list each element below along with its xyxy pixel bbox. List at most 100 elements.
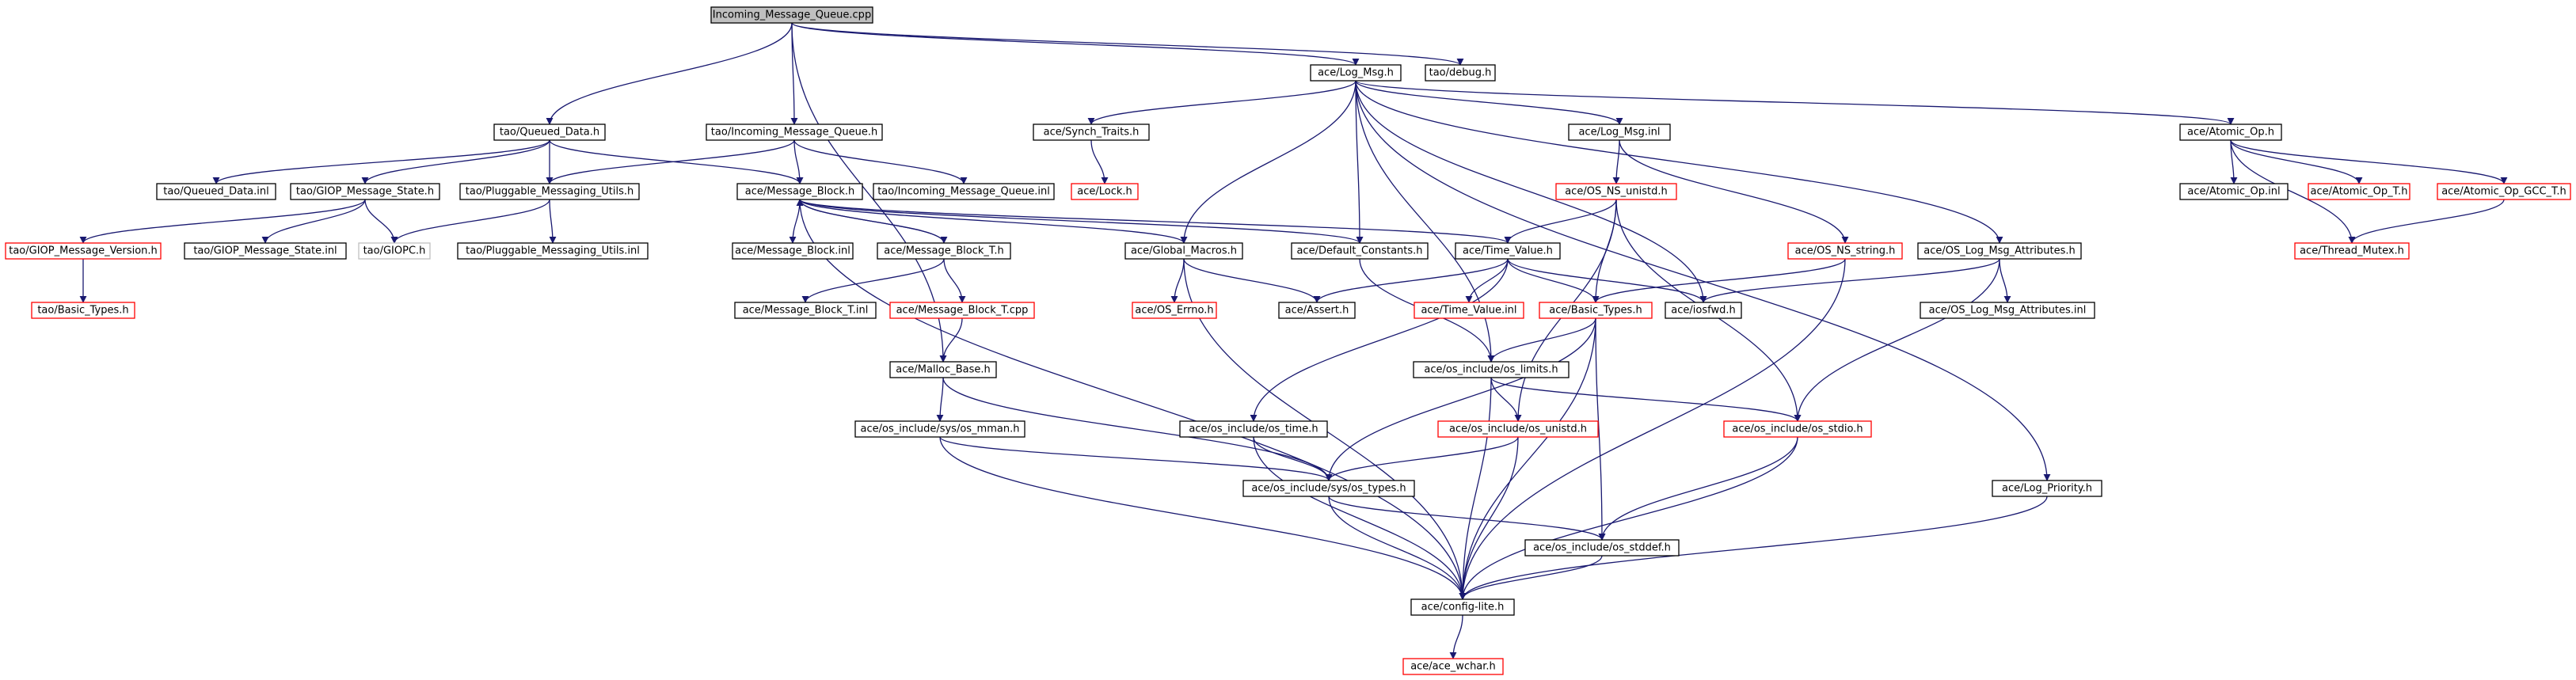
node-ace-os-stddef[interactable]: ace/os_include/os_stddef.h (1524, 539, 1680, 557)
node-ace-basic-types[interactable]: ace/Basic_Types.h (1539, 302, 1653, 319)
node-ace-message-block[interactable]: ace/Message_Block.h (736, 183, 863, 200)
edge-ace_log_msg-to-ace_default_constants (1355, 80, 1364, 244)
node-ace-os-mman[interactable]: ace/os_include/sys/os_mman.h (854, 420, 1025, 438)
node-box (706, 123, 883, 141)
node-ace-message-block-t[interactable]: ace/Message_Block_T.h (877, 242, 1011, 260)
node-label: ace/OS_NS_unistd.h (1565, 186, 1668, 198)
node-ace-atomic-op-inl[interactable]: ace/Atomic_Op.inl (2179, 183, 2289, 200)
node-ace-global-macros[interactable]: ace/Global_Macros.h (1124, 242, 1243, 260)
node-ace-time-value-inl[interactable]: ace/Time_Value.inl (1414, 302, 1524, 319)
node-label: ace/Lock.h (1077, 186, 1132, 198)
node-tao-giopc[interactable]: tao/GIOPC.h (358, 242, 431, 260)
node-tao-basic-types[interactable]: tao/Basic_Types.h (31, 302, 135, 319)
node-label: ace/Message_Block.inl (735, 245, 850, 257)
node-ace-message-block-t-inl[interactable]: ace/Message_Block_T.inl (734, 302, 877, 319)
node-ace-os-stdio[interactable]: ace/os_include/os_stdio.h (1723, 420, 1872, 438)
node-ace-log-msg[interactable]: ace/Log_Msg.h (1310, 64, 1402, 82)
edge-ace_global_macros-to-ace_os_errno (1170, 258, 1185, 303)
node-label: ace/Global_Macros.h (1131, 245, 1237, 257)
edge-ace_os_ns_string-to-ace_config_lite (1459, 258, 1846, 600)
edge-ace_atomic_op_gcc_t-to-ace_thread_mutex (2348, 199, 2505, 244)
node-box (877, 242, 1011, 260)
edge-root-to-ace_log_msg (791, 22, 1360, 66)
node-ace-os-log-msg-attributes-inl[interactable]: ace/OS_Log_Msg_Attributes.inl (1920, 302, 2095, 319)
edge-ace_atomic_op-to-ace_thread_mutex (2230, 139, 2356, 244)
node-tao-queued-data[interactable]: tao/Queued_Data.h (493, 123, 606, 141)
node-ace-thread-mutex[interactable]: ace/Thread_Mutex.h (2294, 242, 2410, 260)
node-box (873, 183, 1055, 200)
node-tao-incoming-mq-inl[interactable]: tao/Incoming_Message_Queue.inl (873, 183, 1055, 200)
node-label: tao/GIOP_Message_State.inl (193, 245, 337, 257)
node-box (1555, 183, 1677, 200)
edge-ace_log_msg-to-ace_log_priority (1355, 80, 2051, 481)
node-ace-os-log-msg-attributes[interactable]: ace/OS_Log_Msg_Attributes.h (1917, 242, 2082, 260)
file-nodes: Incoming_Message_Queue.cpp tao/debug.h ace… (5, 6, 2571, 675)
node-tao-pluggable-mu[interactable]: tao/Pluggable_Messaging_Utils.h (459, 183, 640, 200)
node-box (1539, 302, 1653, 319)
node-ace-atomic-op[interactable]: ace/Atomic_Op.h (2179, 123, 2282, 141)
node-ace-os-ns-unistd[interactable]: ace/OS_NS_unistd.h (1555, 183, 1677, 200)
node-ace-time-value[interactable]: ace/Time_Value.h (1455, 242, 1561, 260)
node-label: ace/Atomic_Op_T.h (2311, 186, 2408, 198)
edge-tao_queued_data-to-tao_queued_data_inl (212, 139, 550, 184)
node-ace-atomic-op-gcc-t[interactable]: ace/Atomic_Op_GCC_T.h (2437, 183, 2571, 200)
node-label: ace/OS_Errno.h (1135, 305, 1213, 317)
node-tao-giop-message-state-inl[interactable]: tao/GIOP_Message_State.inl (184, 242, 347, 260)
node-tao-queued-data-inl[interactable]: tao/Queued_Data.inl (156, 183, 276, 200)
node-ace-default-constants[interactable]: ace/Default_Constants.h (1291, 242, 1429, 260)
node-label: ace/Atomic_Op.h (2187, 127, 2274, 139)
node-tao-debug[interactable]: tao/debug.h (1425, 64, 1496, 82)
node-ace-os-ns-string[interactable]: ace/OS_NS_string.h (1787, 242, 1903, 260)
node-ace-assert[interactable]: ace/Assert.h (1278, 302, 1356, 319)
node-box (493, 123, 606, 141)
node-box (1071, 183, 1139, 200)
node-tao-incoming-mq-h[interactable]: tao/Incoming_Message_Queue.h (706, 123, 883, 141)
edge-ace_message_block-to-ace_default_constants (799, 199, 1364, 244)
node-ace-message-block-inl[interactable]: ace/Message_Block.inl (732, 242, 854, 260)
node-label: ace/Basic_Types.h (1549, 305, 1642, 317)
edge-ace_os_stddef-to-ace_config_lite (1459, 555, 1603, 600)
edge-ace_os_limits-to-ace_config_lite (1459, 377, 1492, 600)
node-box (710, 6, 873, 24)
node-tao-giop-message-state[interactable]: tao/GIOP_Message_State.h (290, 183, 440, 200)
node-ace-log-msg-inl[interactable]: ace/Log_Msg.inl (1568, 123, 1671, 141)
node-label: ace/os_include/os_time.h (1189, 424, 1318, 435)
node-label: tao/Queued_Data.inl (163, 186, 269, 198)
node-box (156, 183, 276, 200)
node-ace-atomic-op-t[interactable]: ace/Atomic_Op_T.h (2308, 183, 2410, 200)
edge-ace_log_msg-to-ace_os_limits (1355, 80, 1495, 363)
node-ace-os-errno[interactable]: ace/OS_Errno.h (1132, 302, 1217, 319)
node-tao-giop-message-version[interactable]: tao/GIOP_Message_Version.h (5, 242, 162, 260)
node-ace-malloc-base[interactable]: ace/Malloc_Base.h (889, 361, 997, 378)
node-ace-iosfwd[interactable]: ace/iosfwd.h (1665, 302, 1742, 319)
node-label: ace/Time_Value.inl (1421, 305, 1516, 317)
edge-ace_os_stdio-to-ace_os_stddef (1598, 436, 1798, 541)
node-box (1787, 242, 1903, 260)
node-label: ace/Assert.h (1285, 305, 1349, 317)
node-label: ace/os_include/sys/os_mman.h (861, 424, 1020, 435)
node-label: ace/os_include/os_limits.h (1424, 364, 1558, 376)
node-ace-lock[interactable]: ace/Lock.h (1071, 183, 1139, 200)
node-box (889, 361, 997, 378)
edge-ace_basic_types-to-ace_os_limits (1487, 317, 1596, 363)
node-ace-message-block-t-cpp[interactable]: ace/Message_Block_T.cpp (889, 302, 1035, 319)
node-label: ace/Log_Msg.h (1318, 67, 1394, 79)
edge-ace_log_msg-to-ace_synch_traits (1087, 80, 1356, 125)
node-ace-os-types[interactable]: ace/os_include/sys/os_types.h (1242, 480, 1415, 497)
node-root[interactable]: Incoming_Message_Queue.cpp (710, 6, 873, 24)
node-ace-os-unistd[interactable]: ace/os_include/os_unistd.h (1437, 420, 1599, 438)
node-box (1723, 420, 1872, 438)
node-ace-ace-wchar[interactable]: ace/ace_wchar.h (1402, 658, 1504, 675)
node-label: tao/Basic_Types.h (37, 305, 128, 317)
edge-tao_pluggable_mu-to-tao_pluggable_mu_inl (549, 199, 557, 244)
node-tao-pluggable-mu-inl[interactable]: tao/Pluggable_Messaging_Utils.inl (457, 242, 649, 260)
node-label: ace/Atomic_Op.inl (2187, 186, 2280, 198)
node-ace-log-priority[interactable]: ace/Log_Priority.h (1992, 480, 2102, 497)
node-ace-os-limits[interactable]: ace/os_include/os_limits.h (1413, 361, 1570, 378)
edge-ace_os_log_msg_attributes-to-ace_os_stdio (1794, 258, 2000, 422)
edge-tao_incoming_mq_h-to-tao_incoming_mq_inl (793, 139, 968, 184)
node-ace-synch-traits[interactable]: ace/Synch_Traits.h (1033, 123, 1150, 141)
node-box (1917, 242, 2082, 260)
node-ace-os-time[interactable]: ace/os_include/os_time.h (1179, 420, 1328, 438)
node-ace-config-lite[interactable]: ace/config-lite.h (1410, 598, 1515, 616)
